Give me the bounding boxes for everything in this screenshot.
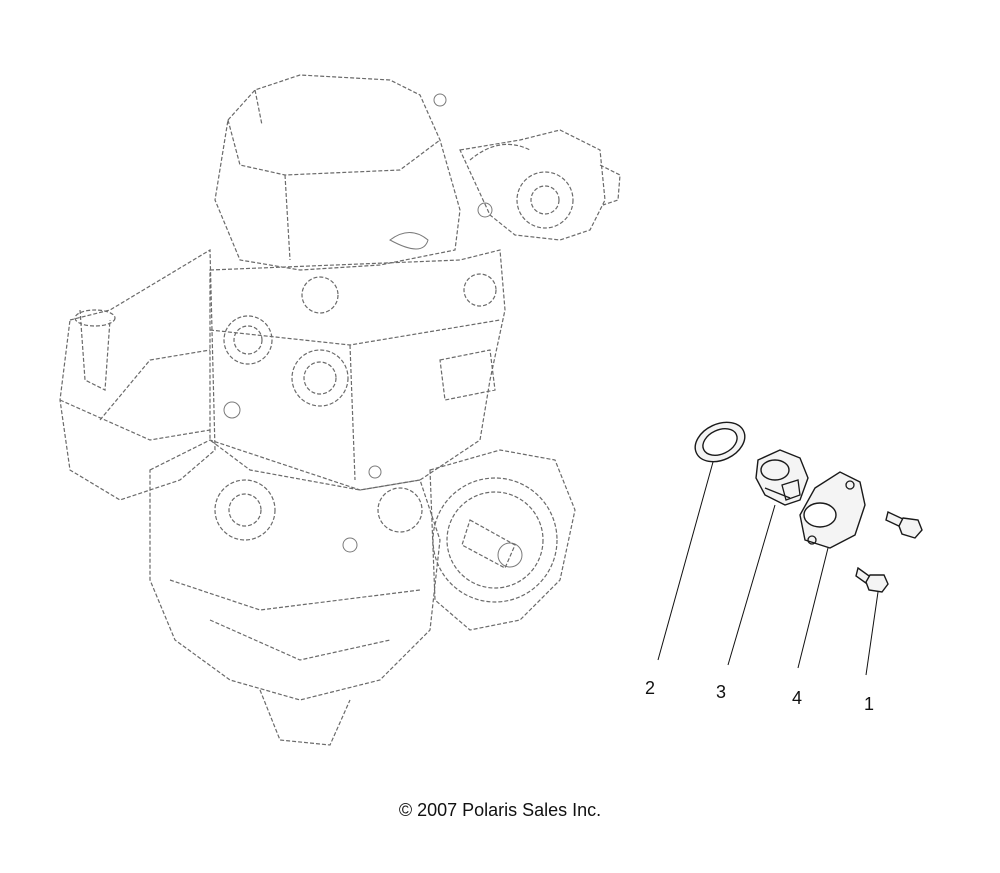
callout-1: 1 <box>864 694 875 714</box>
bolt-upper-part-1 <box>885 511 923 539</box>
copyright-notice: © 2007 Polaris Sales Inc. <box>398 800 602 820</box>
thermostat-part-3 <box>755 449 809 506</box>
leader-line-2 <box>657 461 714 661</box>
leader-line-4 <box>797 547 829 669</box>
leader-line-1 <box>865 591 879 676</box>
callout-4: 4 <box>792 688 803 708</box>
leader-line-3 <box>727 504 776 666</box>
bolt-lower-part-1 <box>855 566 889 593</box>
gasket-part-2 <box>694 421 746 463</box>
callout-3: 3 <box>716 682 727 702</box>
callout-2: 2 <box>645 678 656 698</box>
housing-part-4 <box>799 471 866 549</box>
engine-assembly <box>59 74 621 746</box>
